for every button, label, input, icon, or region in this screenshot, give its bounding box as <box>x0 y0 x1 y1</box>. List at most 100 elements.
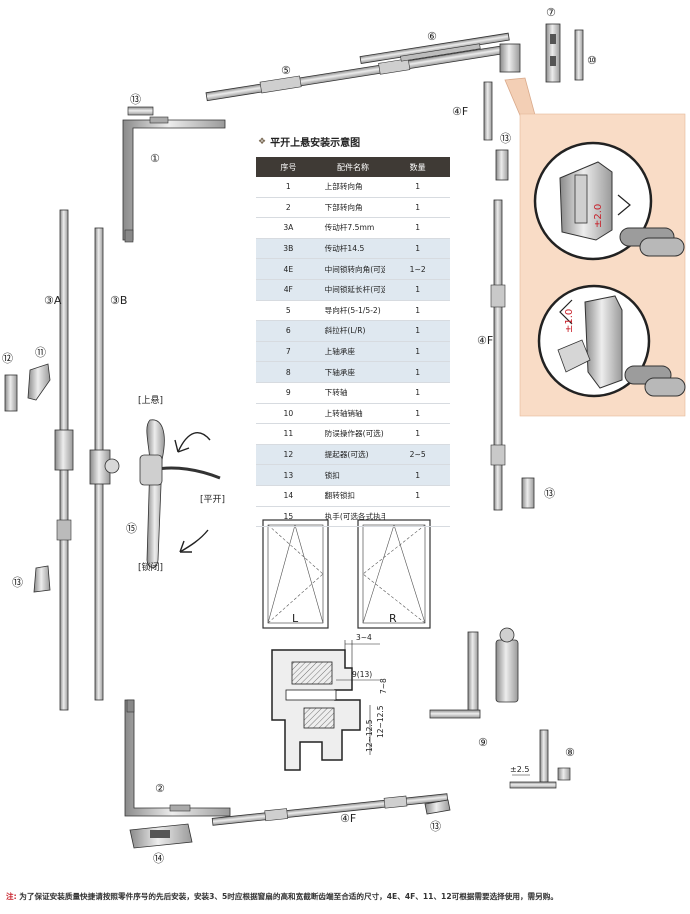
cell-qty: 1 <box>385 341 450 363</box>
window-label-right: R <box>389 612 397 625</box>
cell-qty: 1 <box>385 300 450 322</box>
cell-name: 中间锁转向角(可选件) <box>320 258 386 280</box>
cell-name: 执手(可选各式执手) <box>320 506 386 528</box>
tolerance-top-label: ±2.0 <box>593 204 604 228</box>
cell-no: 15 <box>256 506 321 528</box>
part-3b-rod <box>89 227 120 701</box>
cell-qty: 1~2 <box>385 258 450 280</box>
callout-8: ⑧ <box>565 746 575 759</box>
cell-name: 下转轴 <box>320 382 386 404</box>
cell-qty: 1 <box>385 423 450 445</box>
detail-magnifier-bottom: ±1.0 <box>537 284 686 398</box>
window-label-left: L <box>292 612 299 625</box>
detail-magnifier-top: ±2.0 <box>533 141 685 261</box>
part-7-upper-bearing <box>545 23 561 83</box>
tolerance-bottom-label: ±1.0 <box>564 309 575 333</box>
tolerance-small-label: ±2.5 <box>510 765 529 774</box>
callout-13-left: ⑬ <box>12 576 23 589</box>
cell-no: 6 <box>256 320 321 342</box>
part-1-top-corner <box>122 106 226 243</box>
callout-11: ⑪ <box>35 346 46 359</box>
callout-4f-right: ④F <box>477 334 493 347</box>
table-title-text: 平开上悬安装示意图 <box>270 138 361 149</box>
callout-13-bottom: ⑬ <box>430 820 441 833</box>
callout-4f-bottom: ④F <box>340 812 356 825</box>
cell-no: 4E <box>256 258 321 280</box>
callout-13-right-lower: ⑬ <box>544 487 555 500</box>
profile-cross-section <box>271 640 380 771</box>
cell-name: 斜拉杆(L/R) <box>320 320 386 342</box>
cell-qty: 1 <box>385 177 450 198</box>
callout-6: ⑥ <box>427 30 437 43</box>
table-title: ❖ 平开上悬安装示意图 <box>258 134 450 150</box>
cell-name: 翻转锁扣 <box>320 485 386 507</box>
cell-name: 上转轴销轴 <box>320 403 386 425</box>
cell-name: 锁扣 <box>320 464 386 486</box>
dimension-12-12-5-b: 12~12.5 <box>365 719 374 752</box>
cell-no: 4F <box>256 279 321 301</box>
footer-note: 注: 为了保证安装质量快捷请按照零件序号的先后安装，安装3、5时应根据窗扇的高和… <box>6 891 688 902</box>
cell-qty: 1 <box>385 361 450 383</box>
dimension-7-8: 7~8 <box>379 678 388 694</box>
cell-name: 传动杆14.5 <box>320 238 386 260</box>
callout-3a: ③A <box>44 294 62 307</box>
cell-qty: 1 <box>385 238 450 260</box>
dimension-9-13: 9(13) <box>352 670 372 679</box>
cell-no: 10 <box>256 403 321 425</box>
handle-label-locked: [锁闭] <box>138 561 163 573</box>
part-13-keeper-right-lower <box>521 477 535 509</box>
callout-1: ① <box>150 152 160 165</box>
cell-no: 5 <box>256 300 321 322</box>
part-4f-right-rod <box>483 81 506 511</box>
window-diagram-left <box>262 519 329 629</box>
part-11-misoperation-device <box>27 363 51 401</box>
cell-no: 14 <box>256 485 321 507</box>
part-13-keeper-right-upper <box>495 149 509 181</box>
callout-7: ⑦ <box>546 6 556 19</box>
table-header-row: 序号 配件名称 数量 <box>256 157 450 177</box>
cell-no: 1 <box>256 177 321 198</box>
cell-qty: 1 <box>385 403 450 425</box>
cell-no: 9 <box>256 382 321 404</box>
cell-name: 中间锁延长杆(可选件) <box>320 279 386 301</box>
callout-3b: ③B <box>110 294 127 307</box>
part-12-lifter <box>4 374 18 412</box>
cell-qty: 1 <box>385 217 450 239</box>
cell-no: 13 <box>256 464 321 486</box>
header-qty: 数量 <box>409 162 426 172</box>
callout-14: ⑭ <box>153 852 164 865</box>
cell-name: 防误操作器(可选) <box>320 423 386 445</box>
detail-panel: ±2.0 ±1.0 <box>504 77 686 417</box>
callout-13-top: ⑬ <box>130 93 141 106</box>
profile-dimensions: 3~4 9(13) 7~8 12~12.5 12~12.5 <box>352 633 388 752</box>
part-4f-bottom-rail <box>211 793 449 826</box>
cell-qty: 1 <box>385 197 450 219</box>
cell-name: 上轴承座 <box>320 341 386 363</box>
header-no: 序号 <box>280 162 297 172</box>
cell-qty: 1 <box>385 464 450 486</box>
bullet-icon: ❖ <box>258 136 267 147</box>
callout-9: ⑨ <box>478 736 488 749</box>
cell-qty <box>385 506 450 528</box>
part-3a-rod <box>54 209 74 711</box>
part-13-keeper-left <box>33 565 51 593</box>
handle-label-side-hung: [平开] <box>200 494 225 505</box>
cell-no: 12 <box>256 444 321 466</box>
cell-qty: 1 <box>385 382 450 404</box>
